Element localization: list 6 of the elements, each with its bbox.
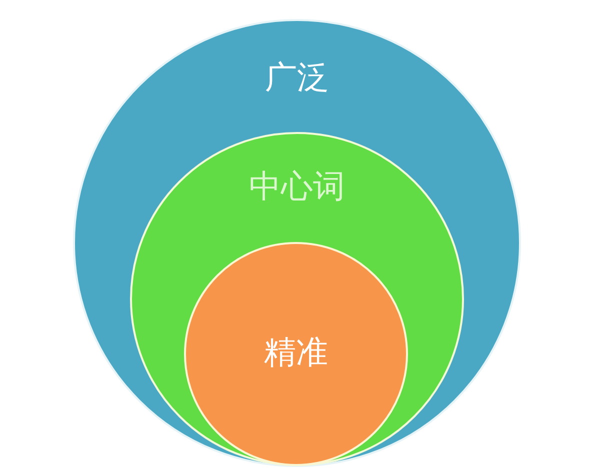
circle-label: 广泛	[265, 58, 329, 96]
circle-label: 精准	[264, 333, 328, 371]
inner-circle	[184, 242, 408, 466]
circle-label: 中心词	[249, 167, 345, 205]
middle-circle	[130, 132, 464, 466]
outer-circle	[73, 19, 521, 467]
